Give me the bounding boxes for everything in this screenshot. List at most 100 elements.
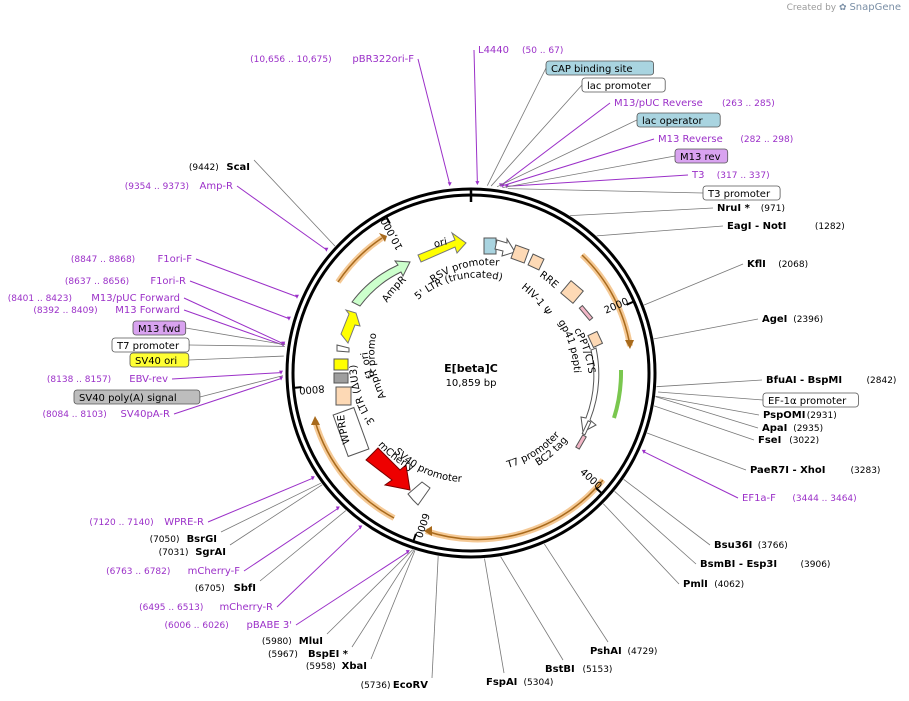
enzyme-leader-1 xyxy=(596,225,724,237)
wpre-feature xyxy=(332,406,370,458)
enzyme-pos-5: (2931) xyxy=(807,411,837,421)
enzyme-leader-10 xyxy=(614,490,697,565)
enzyme-leader-5 xyxy=(655,395,760,416)
label-rre: RRE xyxy=(537,269,560,290)
bc2-tag-feature xyxy=(575,434,587,450)
primer-pos-5: (6006 .. 6026) xyxy=(165,621,229,631)
enzyme-label-14: FspAI xyxy=(486,677,517,688)
enzyme-leader-9 xyxy=(623,478,711,546)
orf-arc-3-arrowhead xyxy=(311,416,320,425)
label-ori: ori xyxy=(433,237,448,251)
feature-label-2: lac operator xyxy=(642,116,703,127)
enzyme-label-9: Bsu36I xyxy=(714,540,752,551)
enzyme-leader-2 xyxy=(643,263,744,306)
enzyme-leader-3 xyxy=(653,318,759,340)
enzyme-pos-2: (2068) xyxy=(778,260,808,270)
enzyme-pos-left-6: (7050) xyxy=(150,535,180,545)
ampr-promoter-feature xyxy=(336,344,350,353)
primer-leader-12 xyxy=(183,297,284,345)
primer-label-8: WPRE-R xyxy=(164,517,204,528)
primer-label-3: T3 xyxy=(691,170,704,181)
primer-label-0: L4440 xyxy=(478,45,509,56)
cppt-feature xyxy=(587,330,604,349)
primer-pos-2: (282 .. 298) xyxy=(740,135,793,145)
mcherry-feature xyxy=(365,447,411,491)
feature-label-7: SV40 ori xyxy=(135,356,177,367)
enzyme-pos-left-0: (5736) xyxy=(361,681,391,691)
t7-promoter-feature xyxy=(581,420,592,436)
orf-arc-1-arrowhead xyxy=(625,340,634,349)
enzyme-leader-0 xyxy=(570,207,714,216)
orf-arc-4 xyxy=(335,235,384,284)
enzyme-pos-left-1: (5958) xyxy=(306,662,336,672)
watermark-brand: SnapGene xyxy=(849,2,901,13)
label-hiv-psi: HIV-1 Ψ xyxy=(519,282,553,318)
primer-marker-13 xyxy=(286,316,291,321)
primer-pos-10: (8138 .. 8157) xyxy=(47,375,111,385)
primer-pos-7: (6763 .. 6782) xyxy=(106,567,170,577)
tick-mark-2 xyxy=(412,533,417,542)
primer-leader-4 xyxy=(643,451,739,499)
enzyme-leader-left-1 xyxy=(370,550,416,660)
primer-marker-15 xyxy=(324,247,329,252)
enzyme-leader-left-4 xyxy=(259,510,347,582)
enzyme-pos-6: (2935) xyxy=(793,424,823,434)
label-5-ltr: 5' LTR (truncated) xyxy=(413,270,504,303)
primer-pos-0: (50 .. 67) xyxy=(522,46,563,56)
primer-marker-6 xyxy=(358,525,363,530)
enzyme-label-12: PshAI xyxy=(590,646,622,657)
primer-pos-13: (8637 .. 8656) xyxy=(65,277,129,287)
enzyme-label-7: FseI xyxy=(758,435,781,446)
feature-box-3 xyxy=(674,148,729,164)
enzyme-pos-11: (4062) xyxy=(714,580,744,590)
rre-feature xyxy=(560,280,584,304)
primer-leader-0 xyxy=(473,49,478,184)
feature-label-5: EF-1α promoter xyxy=(768,396,847,407)
primer-leader-3 xyxy=(506,174,689,187)
primer-label-5: pBABE 3' xyxy=(246,620,292,631)
feature-box-8 xyxy=(111,337,190,353)
primer-label-11: M13 Forward xyxy=(115,305,180,316)
primer-pos-6: (6495 .. 6513) xyxy=(139,603,203,613)
enzyme-leader-left-2 xyxy=(351,549,415,648)
enzyme-label-left-5: SgrAI xyxy=(195,547,226,558)
feature-box-0 xyxy=(545,60,654,76)
feature-leader-9 xyxy=(185,327,286,346)
feature-box-6 xyxy=(73,389,201,405)
enzyme-leader-left-6 xyxy=(220,482,322,533)
ori-feature xyxy=(417,231,467,263)
plasmid-length: 10,859 bp xyxy=(446,378,497,389)
primer-leader-14 xyxy=(195,258,298,298)
feature-leader-5 xyxy=(658,391,764,401)
plasmid-name: E[beta]C xyxy=(444,362,498,375)
feature-label-8: T7 promoter xyxy=(116,341,180,352)
primer-pos-3: (317 .. 337) xyxy=(717,171,770,181)
primer-pos-15: (9354 .. 9373) xyxy=(125,182,189,192)
sv40pa-feature xyxy=(333,372,349,384)
snapgene-watermark: Created by ✿ SnapGene xyxy=(787,2,901,13)
primer-marker-0 xyxy=(475,181,480,186)
primer-marker-10 xyxy=(279,370,284,375)
primer-label-13: F1ori-R xyxy=(150,276,186,287)
enzyme-label-3: AgeI xyxy=(762,314,787,325)
feature-box-9 xyxy=(132,320,187,336)
primer-pos-14: (8847 .. 8868) xyxy=(71,255,135,265)
primer-leader-1 xyxy=(500,102,611,186)
enzyme-leader-4 xyxy=(656,379,763,388)
primer-leader-13 xyxy=(189,280,290,320)
primer-marker-5 xyxy=(405,550,410,555)
enzyme-label-2: KflI xyxy=(747,259,766,270)
feature-leader-7 xyxy=(188,355,284,361)
enzyme-label-left-1: XbaI xyxy=(342,661,367,672)
tick-mark-0 xyxy=(626,300,635,306)
primer-label-4: EF1a-F xyxy=(742,493,776,504)
enzyme-label-0: NruI * xyxy=(717,203,751,214)
feature-label-4: T3 promoter xyxy=(707,189,771,200)
feature-label-1: lac promoter xyxy=(587,81,652,92)
f1-ori-feature xyxy=(340,309,361,345)
orf-arc-1-core xyxy=(581,254,631,347)
feature-leader-2 xyxy=(496,119,638,188)
tick-mark-4 xyxy=(385,216,391,225)
enzyme-label-13: BstBI xyxy=(545,664,575,675)
enzyme-leader-14 xyxy=(484,558,505,674)
